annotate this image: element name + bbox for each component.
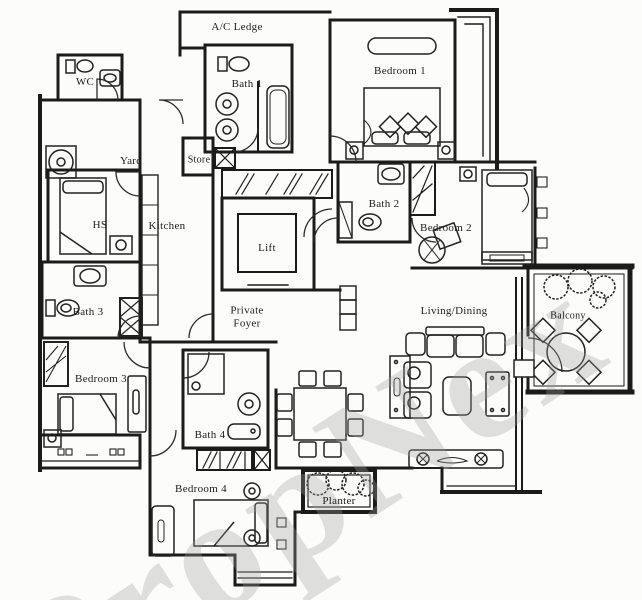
yard-door-arc	[158, 99, 184, 125]
wc-toilet-icon	[65, 59, 94, 74]
foyer-right-door-arc	[303, 208, 333, 238]
balcony-table-set	[529, 317, 603, 386]
hall-door-arc	[313, 217, 339, 243]
bedroom-2-cabinet	[481, 251, 533, 265]
bath-1-basin-icons	[215, 92, 239, 142]
living-coffee-table	[442, 376, 472, 416]
dining-sideboard	[389, 355, 411, 419]
bedroom-3-wardrobe	[43, 341, 69, 387]
door-arcs	[96, 78, 563, 457]
foyer-left-door-arc	[188, 313, 214, 339]
wc-basin-icon	[99, 69, 121, 87]
bedroom-2-door-arc	[411, 217, 437, 243]
room-label-planter: Planter	[322, 495, 356, 507]
room-label-lift: Lift	[258, 242, 276, 254]
room-label-yard: Yard	[119, 155, 143, 167]
living-bay-ledge	[408, 449, 504, 469]
bedroom-2-wall-fittings	[536, 176, 548, 249]
bath-2-shower-icon	[338, 201, 353, 239]
yard-washer-icon	[45, 145, 77, 179]
bedroom-4-wardrobe	[151, 505, 175, 557]
bedroom-1-door-arc	[329, 135, 357, 163]
bedroom-2-bed	[481, 169, 533, 261]
hs-door-arc	[115, 171, 141, 197]
balcony-shrubs	[543, 268, 616, 309]
room-label-bedroom-1: Bedroom 1	[374, 65, 426, 77]
room-label-living-dining: Living/Dining	[420, 305, 488, 317]
room-label-bedroom-3: Bedroom 3	[75, 373, 127, 385]
bath-3-door-arc	[117, 315, 141, 339]
wc-door-arc	[96, 78, 119, 101]
living-tv-console	[485, 371, 510, 417]
living-sofa	[405, 326, 506, 358]
bedroom-3-bed	[57, 393, 117, 435]
bath-2-basin-icon	[377, 163, 405, 185]
bedroom-4-wall-fittings	[276, 517, 287, 550]
room-label-bath-1: Bath 1	[231, 78, 263, 90]
hs-cabinet	[109, 235, 133, 255]
hs-bed	[59, 177, 107, 255]
bedroom-3-door-arc	[123, 341, 151, 369]
room-label-balcony: Balcony	[550, 310, 586, 322]
bedroom-1-bed	[363, 87, 441, 147]
bath-1-toilet-icon	[217, 56, 250, 72]
room-label-store: Store	[187, 154, 211, 166]
living-armchairs	[403, 361, 432, 419]
walls	[38, 8, 635, 587]
balcony-door-arc	[527, 337, 563, 373]
bath-3-toilet-icon	[45, 299, 80, 317]
bath-4-door-arc	[182, 351, 210, 379]
bedroom-1-nightstands	[345, 141, 456, 160]
room-label-kitchen: Kitchen	[148, 220, 186, 232]
kitchen-counter	[141, 174, 159, 326]
fixtures	[43, 37, 616, 557]
bedroom-1-bay-seat	[367, 37, 437, 55]
bath-4-tub-icon	[227, 423, 261, 440]
bedroom-4-door-arc	[149, 429, 177, 457]
room-label-ac-ledge: A/C Ledge	[211, 21, 263, 33]
room-label-bath-3: Bath 3	[72, 306, 104, 318]
bedroom-4-downlights	[243, 482, 261, 547]
bedroom-4-bed	[193, 499, 269, 547]
bedroom-3-nightstand	[43, 429, 62, 448]
bath-4-shower-icon	[187, 353, 225, 395]
bedroom-3-bay-items	[57, 448, 125, 456]
room-label-hs: HS	[92, 219, 108, 231]
bath-2-toilet-icon	[358, 213, 382, 231]
bedroom-2-nightstand	[459, 166, 477, 182]
room-label-bedroom-4: Bedroom 4	[175, 483, 227, 495]
bath-3-basin-icon	[73, 265, 107, 287]
living-wall-unit	[513, 359, 535, 378]
room-label-wc: WC	[75, 76, 95, 88]
bath-1-tub-icon	[266, 85, 290, 149]
bath-1-door-arc	[233, 127, 259, 153]
planter-shrubs	[306, 469, 375, 497]
room-label-private-foyer: Private Foyer	[230, 304, 264, 329]
room-label-bath-2: Bath 2	[368, 198, 400, 210]
bath-4-basin-icon	[237, 392, 261, 416]
bedroom-2-desk-chair	[418, 221, 462, 264]
bedroom-3-cabinet	[127, 375, 147, 433]
room-label-bath-4: Bath 4	[194, 429, 226, 441]
dining-table-set	[276, 370, 364, 458]
room-label-bedroom-2: Bedroom 2	[420, 222, 472, 234]
